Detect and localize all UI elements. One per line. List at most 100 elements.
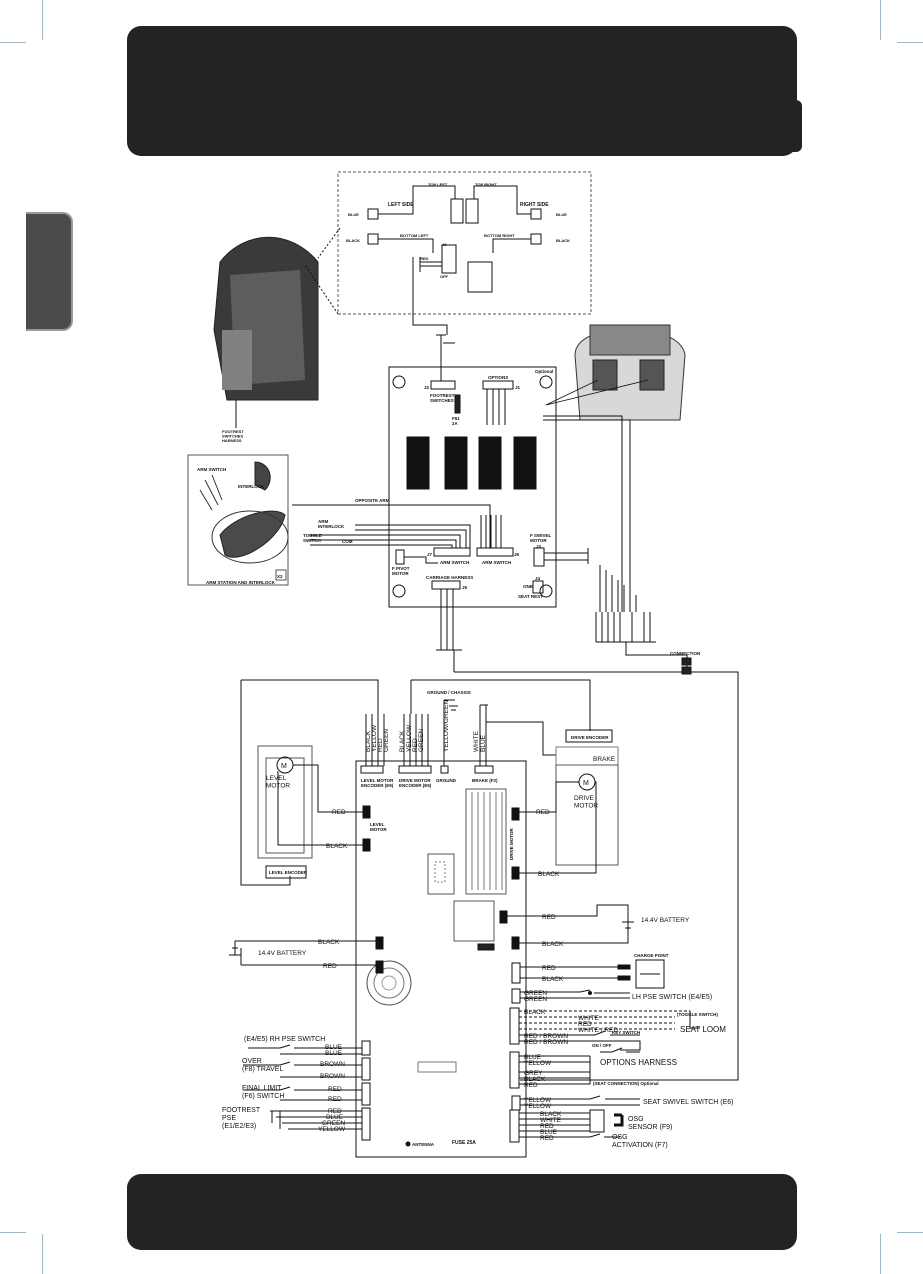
- wire-red-level-enc: RED: [377, 738, 384, 752]
- header-band: [127, 26, 802, 156]
- connector-j2: [430, 380, 456, 390]
- label-off: OFF: [440, 274, 449, 279]
- label-drive-encoder: DRIVE ENCODER: [571, 735, 609, 740]
- crop-mark: [880, 0, 881, 40]
- wire-black-level: BLACK: [326, 843, 348, 850]
- relay-4: [513, 436, 537, 490]
- connector-brake: [474, 765, 494, 774]
- label-key-switch: KEY SWITCH: [612, 1030, 640, 1035]
- wire-blue-osg: BLUE: [540, 1129, 558, 1136]
- level-motor-box: [257, 745, 313, 859]
- wire-red-brown-1: RED / BROWN: [524, 1033, 568, 1040]
- label-top-left: TOP LEFT: [428, 182, 448, 187]
- switch-top-right: [530, 208, 542, 220]
- wire-red-osg-activation: RED: [540, 1135, 554, 1142]
- wire-grey-options: GREY: [524, 1070, 543, 1077]
- arm-station-box: [187, 454, 289, 586]
- wire-white-osg: WHITE: [540, 1117, 562, 1124]
- label-com: COM: [342, 539, 353, 544]
- wire-white-seat: WHITE: [578, 1015, 600, 1022]
- label-x2: X2: [277, 574, 283, 579]
- wire-red-options: RED: [524, 1082, 538, 1089]
- connector-seat-loom: [509, 1007, 520, 1045]
- label-battery-left: 14.4V BATTERY: [258, 950, 307, 957]
- wire-black-level-enc: BLACK: [365, 730, 372, 752]
- connector-j6: [476, 547, 514, 557]
- level-encoder-box: [265, 865, 307, 879]
- label-j6: J6: [514, 552, 520, 557]
- wire-black-seat: BLACK: [524, 1009, 546, 1016]
- wire-red-level: RED: [332, 809, 346, 816]
- connector-swivel: [511, 1095, 521, 1111]
- label-bottom-right: BOTTOM RIGHT: [484, 233, 515, 238]
- label-j4: J4: [535, 576, 541, 581]
- wire-brown-over-1: BROWN: [320, 1061, 345, 1068]
- label-one: ONE: [523, 584, 533, 589]
- label-toggle-switch-seat: (TOGGLE SWITCH): [677, 1012, 718, 1017]
- wire-green-footrest: GREEN: [322, 1120, 345, 1127]
- label-over-travel: OVER(F8) TRAVEL: [242, 1058, 283, 1073]
- heatsink: [465, 788, 507, 895]
- connection-plug: [681, 657, 692, 666]
- wire-red-brown-2: RED / BROWN: [524, 1039, 568, 1046]
- wire-blue-brake: BLUE: [480, 734, 487, 752]
- connector-charge: [511, 962, 521, 984]
- crop-mark: [880, 1234, 881, 1274]
- wire-black-right: BLACK: [556, 238, 570, 243]
- label-on-off: ON / OFF: [592, 1043, 612, 1048]
- label-seat-connection: (SEAT CONNECTION) Optional: [593, 1081, 659, 1086]
- label-top-right: TOP RIGHT: [475, 182, 497, 187]
- connector-lh-pse: [511, 988, 521, 1004]
- wire-yellow-footrest: YELLOW: [318, 1126, 346, 1133]
- drive-encoder-box: [565, 729, 613, 743]
- label-interlock: INTERLOCK: [238, 484, 265, 489]
- relay-2: [444, 436, 468, 490]
- wire-yellow-swivel-2: YELLOW: [524, 1103, 552, 1110]
- options-board: [388, 366, 557, 608]
- connector-j7: [433, 547, 471, 557]
- fuse-f51: [454, 394, 461, 414]
- drive-motor-m: M: [583, 780, 589, 787]
- wire-red-footrest: RED: [328, 1108, 342, 1115]
- label-optional: Optional: [535, 369, 553, 374]
- relay-3: [478, 436, 502, 490]
- wire-blue-options: BLUE: [524, 1054, 542, 1061]
- label-charge-point: CHARGE POINT: [634, 953, 669, 958]
- wire-black-options: BLACK: [524, 1076, 546, 1083]
- wire-red-osg: RED: [540, 1123, 554, 1130]
- label-seat-loom: SEAT LOOM: [680, 1025, 726, 1034]
- wire-black-battery-left: BLACK: [318, 939, 340, 946]
- footrest-harness-box: [337, 171, 592, 315]
- wire-green-level-enc: GREEN: [383, 729, 390, 752]
- wire-white-brake: WHITE: [473, 730, 480, 752]
- crop-mark: [42, 0, 43, 40]
- wire-black-charge: BLACK: [542, 976, 564, 983]
- connector-level-encoder: [360, 765, 384, 774]
- main-control-board: [355, 760, 527, 1158]
- label-left-side: LEFT SIDE: [388, 202, 414, 208]
- wire-blue-left: BLUE: [348, 212, 359, 217]
- buzzer: [366, 960, 412, 1006]
- label-seat-rest: SEAT REST: [518, 594, 543, 599]
- label-brake: BRAKE: [593, 756, 616, 763]
- chapter-side-tab: [26, 212, 73, 331]
- label-connection: CONNECTION: [670, 651, 700, 656]
- level-motor-m: M: [281, 763, 287, 770]
- label-final-limit: FINAL LIMIT(F6) SWITCH: [242, 1085, 284, 1100]
- footer-band: [127, 1174, 797, 1250]
- wire-red-drive-enc: RED: [412, 738, 419, 752]
- connector-f-pivot: [395, 549, 405, 565]
- wire-yellow-drive-enc: YELLOW: [406, 724, 413, 752]
- wire-red-final-1: RED: [328, 1086, 342, 1093]
- label-arm-switch-j6: ARM SWITCH: [482, 560, 511, 565]
